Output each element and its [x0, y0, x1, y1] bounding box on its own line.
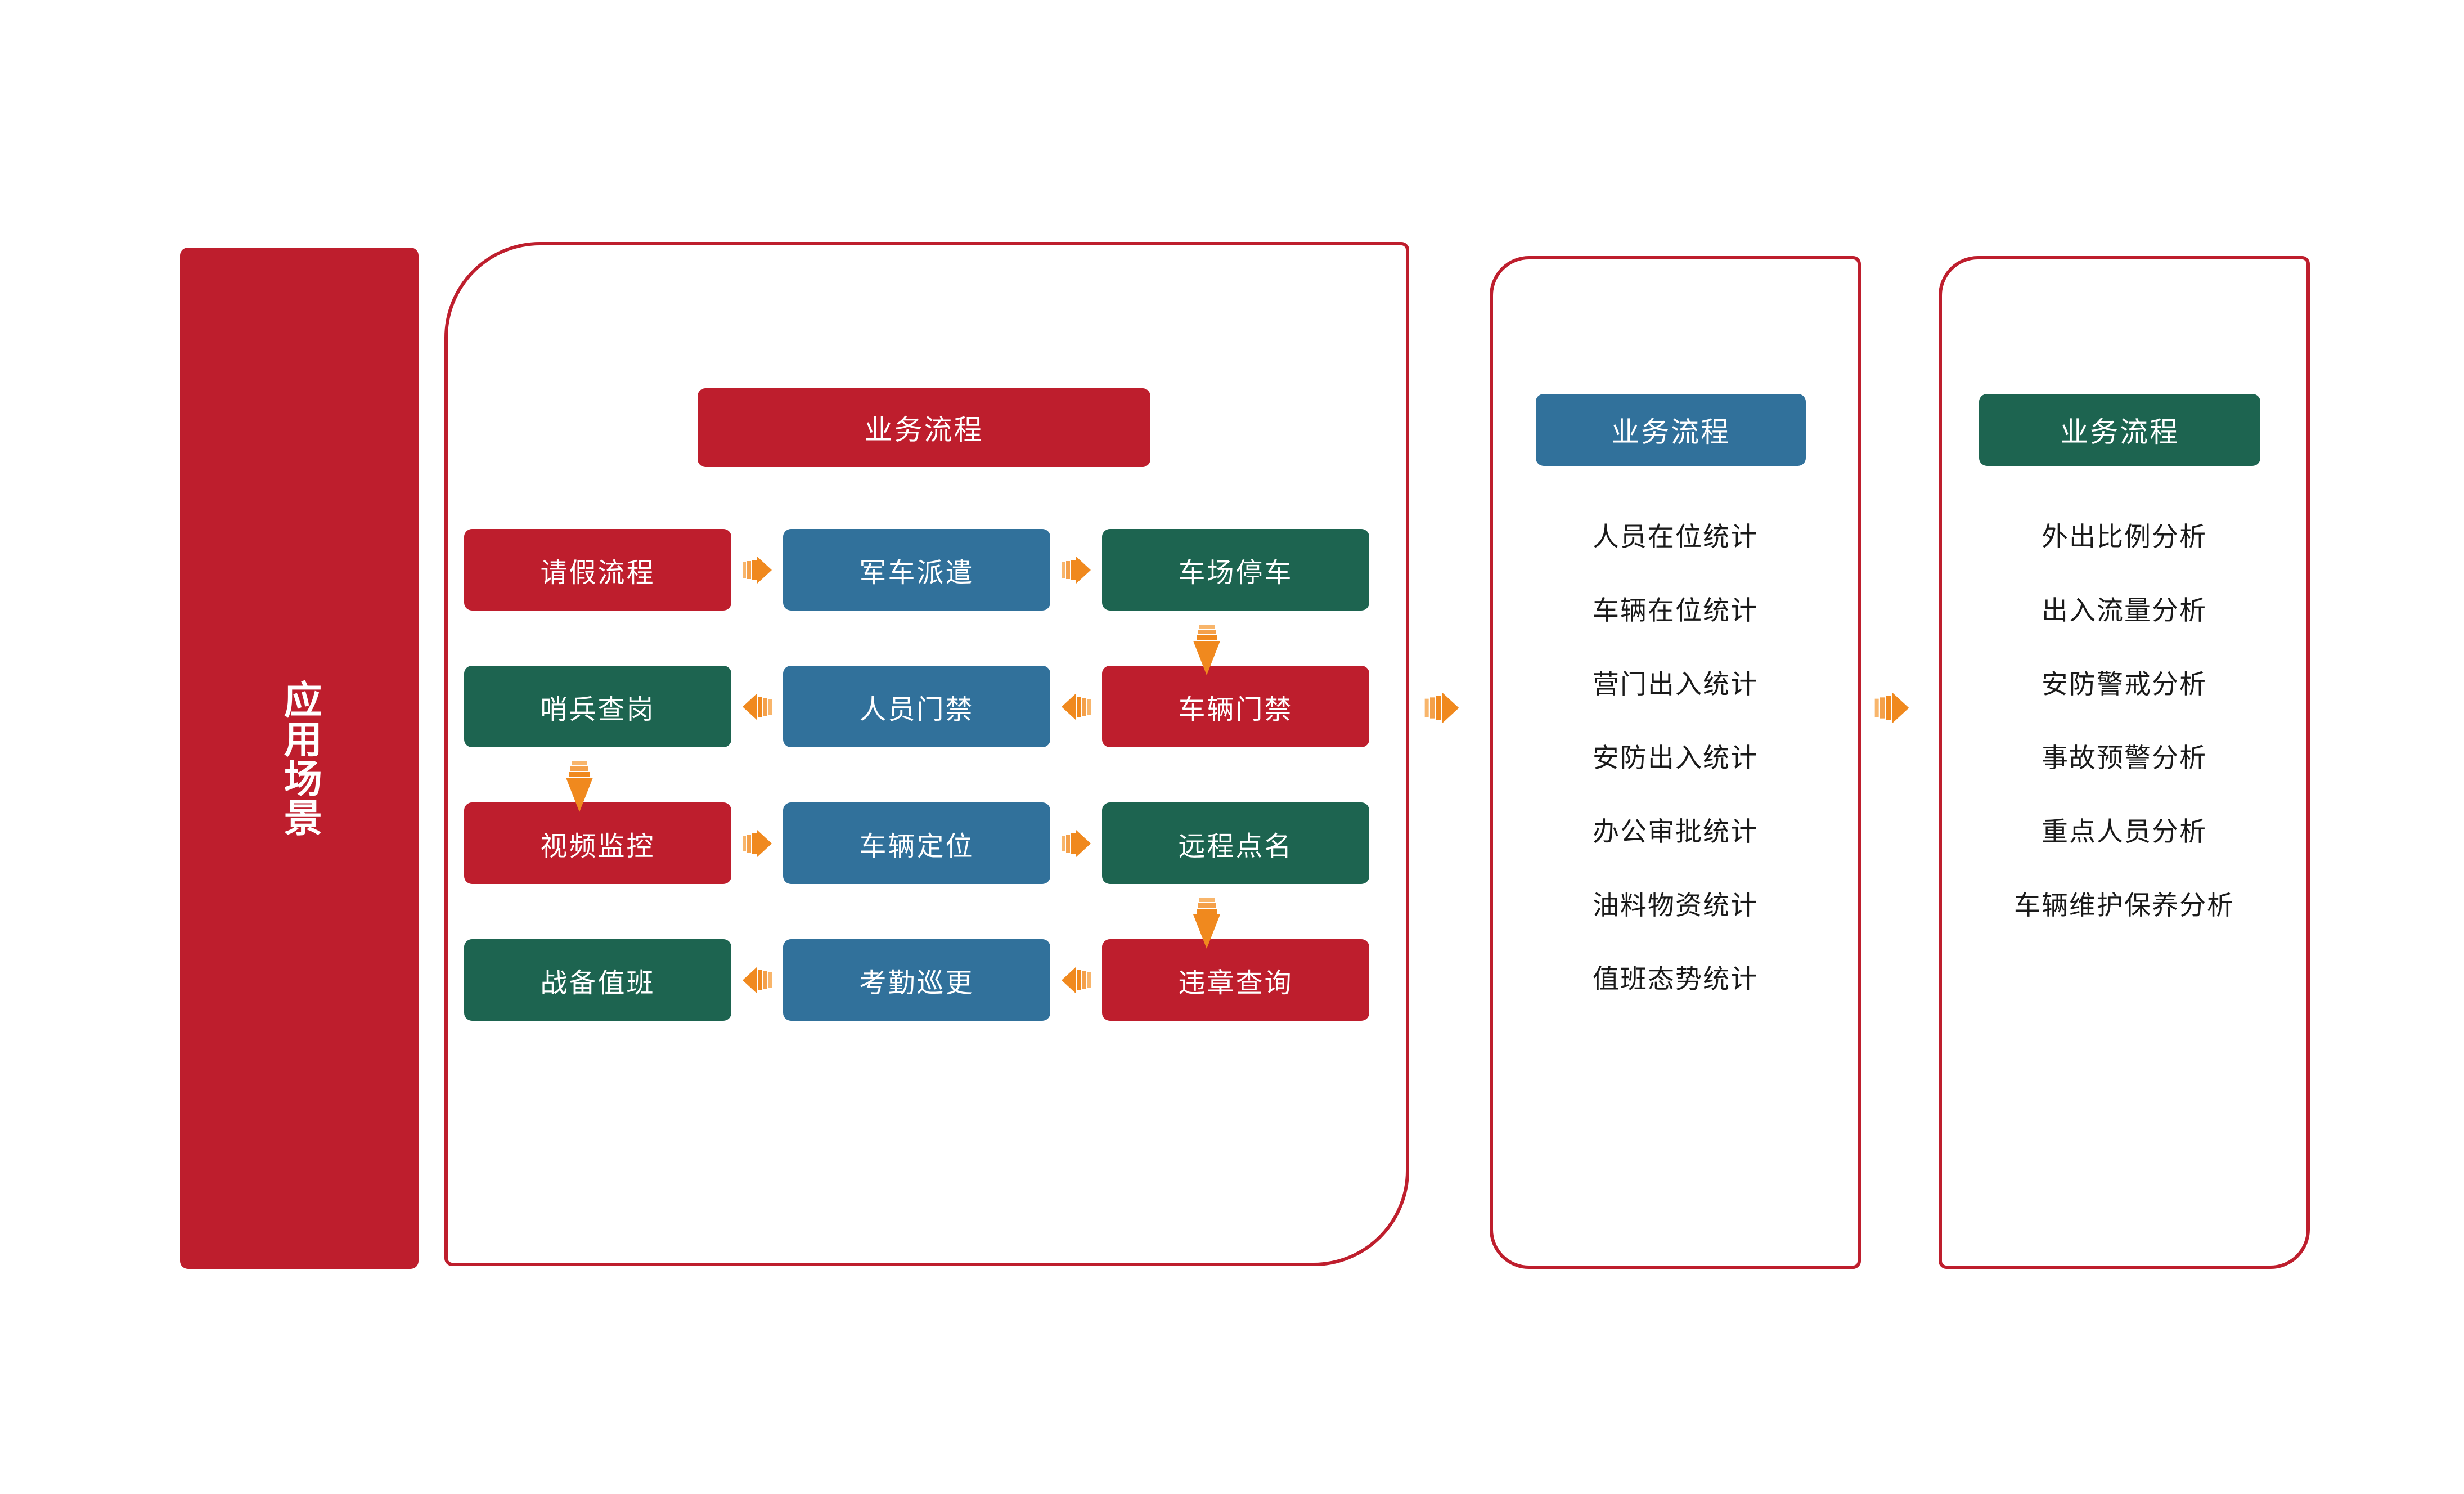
statistics-header: 业务流程: [1536, 394, 1806, 466]
flow-connector: [731, 802, 783, 884]
flow-row: 视频监控 车辆定位 远程点名: [464, 802, 1387, 884]
flow-box-label: 车辆门禁: [1178, 694, 1293, 725]
flow-connector: [1050, 939, 1102, 1021]
flow-box-junchepaiqian[interactable]: 军车派遣: [783, 529, 1050, 611]
flow-connector-vertical: [1190, 897, 1224, 951]
flow-connector: [1050, 529, 1102, 611]
arrow-right-icon: [743, 556, 772, 584]
flow-connector: [731, 666, 783, 747]
flow-box-zhanbeizhiban[interactable]: 战备值班: [464, 939, 731, 1021]
list-item[interactable]: 人员在位统计: [1593, 522, 1758, 551]
list-item[interactable]: 安防警戒分析: [2042, 669, 2207, 699]
arrow-left-icon: [743, 966, 772, 994]
business-flow-grid: 请假流程 军车派遣 车场停车 哨兵查岗: [464, 529, 1387, 1021]
flow-box-shaobingchagang[interactable]: 哨兵查岗: [464, 666, 731, 747]
flow-box-label: 战备值班: [540, 968, 655, 998]
arrow-right-icon: [1062, 829, 1091, 857]
list-item[interactable]: 车辆维护保养分析: [2014, 890, 2234, 920]
application-scenario-label: 应用场景: [278, 679, 321, 837]
arrow-right-icon: [1424, 692, 1459, 724]
flow-box-label: 车场停车: [1178, 558, 1293, 588]
analysis-item-list: 外出比例分析 出入流量分析 安防警戒分析 事故预警分析 重点人员分析 车辆维护保…: [1939, 523, 2310, 966]
flow-box-label: 哨兵查岗: [540, 694, 655, 725]
flow-box-cheliangmenjin[interactable]: 车辆门禁: [1102, 666, 1369, 747]
list-item[interactable]: 值班态势统计: [1593, 964, 1758, 994]
flow-box-shipinjiankong[interactable]: 视频监控: [464, 802, 731, 884]
arrow-left-icon: [1062, 966, 1091, 994]
application-scenario-banner: 应用场景: [180, 248, 419, 1269]
list-item[interactable]: 车辆在位统计: [1593, 595, 1758, 625]
arrow-right-icon: [1874, 692, 1909, 724]
business-flow-header: 业务流程: [698, 388, 1150, 467]
flow-box-label: 违章查询: [1178, 968, 1293, 998]
list-item[interactable]: 安防出入统计: [1593, 743, 1758, 773]
list-item[interactable]: 重点人员分析: [2042, 816, 2207, 846]
flow-box-cheliangdingwei[interactable]: 车辆定位: [783, 802, 1050, 884]
list-item[interactable]: 出入流量分析: [2042, 595, 2207, 625]
flow-row: 战备值班 考勤巡更 违章查询: [464, 939, 1387, 1021]
arrow-down-icon: [566, 761, 593, 812]
flow-box-label: 人员门禁: [859, 694, 974, 725]
list-item[interactable]: 事故预警分析: [2042, 743, 2207, 773]
arrow-right-icon: [743, 829, 772, 857]
arrow-left-icon: [743, 693, 772, 720]
flow-box-label: 请假流程: [540, 558, 655, 588]
flow-connector: [731, 939, 783, 1021]
flow-connector: [1050, 666, 1102, 747]
flow-box-label: 视频监控: [540, 831, 655, 862]
list-item[interactable]: 油料物资统计: [1593, 890, 1758, 920]
list-item[interactable]: 外出比例分析: [2042, 522, 2207, 551]
arrow-right-icon: [1062, 556, 1091, 584]
flow-box-weizhangchaxun[interactable]: 违章查询: [1102, 939, 1369, 1021]
flow-box-label: 考勤巡更: [859, 968, 974, 998]
business-flow-header-label: 业务流程: [864, 414, 984, 446]
flow-row: 哨兵查岗 人员门禁 车辆门禁: [464, 666, 1387, 747]
flow-box-kaoqinxungeng[interactable]: 考勤巡更: [783, 939, 1050, 1021]
flow-box-label: 军车派遣: [859, 558, 974, 588]
analysis-header-label: 业务流程: [2060, 416, 2179, 448]
flow-connector-vertical: [563, 760, 596, 814]
flow-box-qingjialiucheng[interactable]: 请假流程: [464, 529, 731, 611]
flow-connector: [1050, 802, 1102, 884]
list-item[interactable]: 办公审批统计: [1593, 816, 1758, 846]
flow-row: 请假流程 军车派遣 车场停车: [464, 529, 1387, 611]
flow-connector: [731, 529, 783, 611]
list-item[interactable]: 营门出入统计: [1593, 669, 1758, 699]
flow-box-chechangtingche[interactable]: 车场停车: [1102, 529, 1369, 611]
statistics-item-list: 人员在位统计 车辆在位统计 营门出入统计 安防出入统计 办公审批统计 油料物资统…: [1490, 523, 1861, 1039]
arrow-left-icon: [1062, 693, 1091, 720]
flow-box-label: 车辆定位: [859, 831, 974, 862]
flow-box-label: 远程点名: [1178, 831, 1293, 862]
analysis-header: 业务流程: [1979, 394, 2260, 466]
arrow-down-icon: [1193, 898, 1220, 949]
statistics-header-label: 业务流程: [1611, 416, 1730, 448]
flow-box-yuanchengdianming[interactable]: 远程点名: [1102, 802, 1369, 884]
flow-connector-vertical: [1190, 623, 1224, 678]
flow-box-renyuanmenjin[interactable]: 人员门禁: [783, 666, 1050, 747]
arrow-down-icon: [1193, 625, 1220, 675]
